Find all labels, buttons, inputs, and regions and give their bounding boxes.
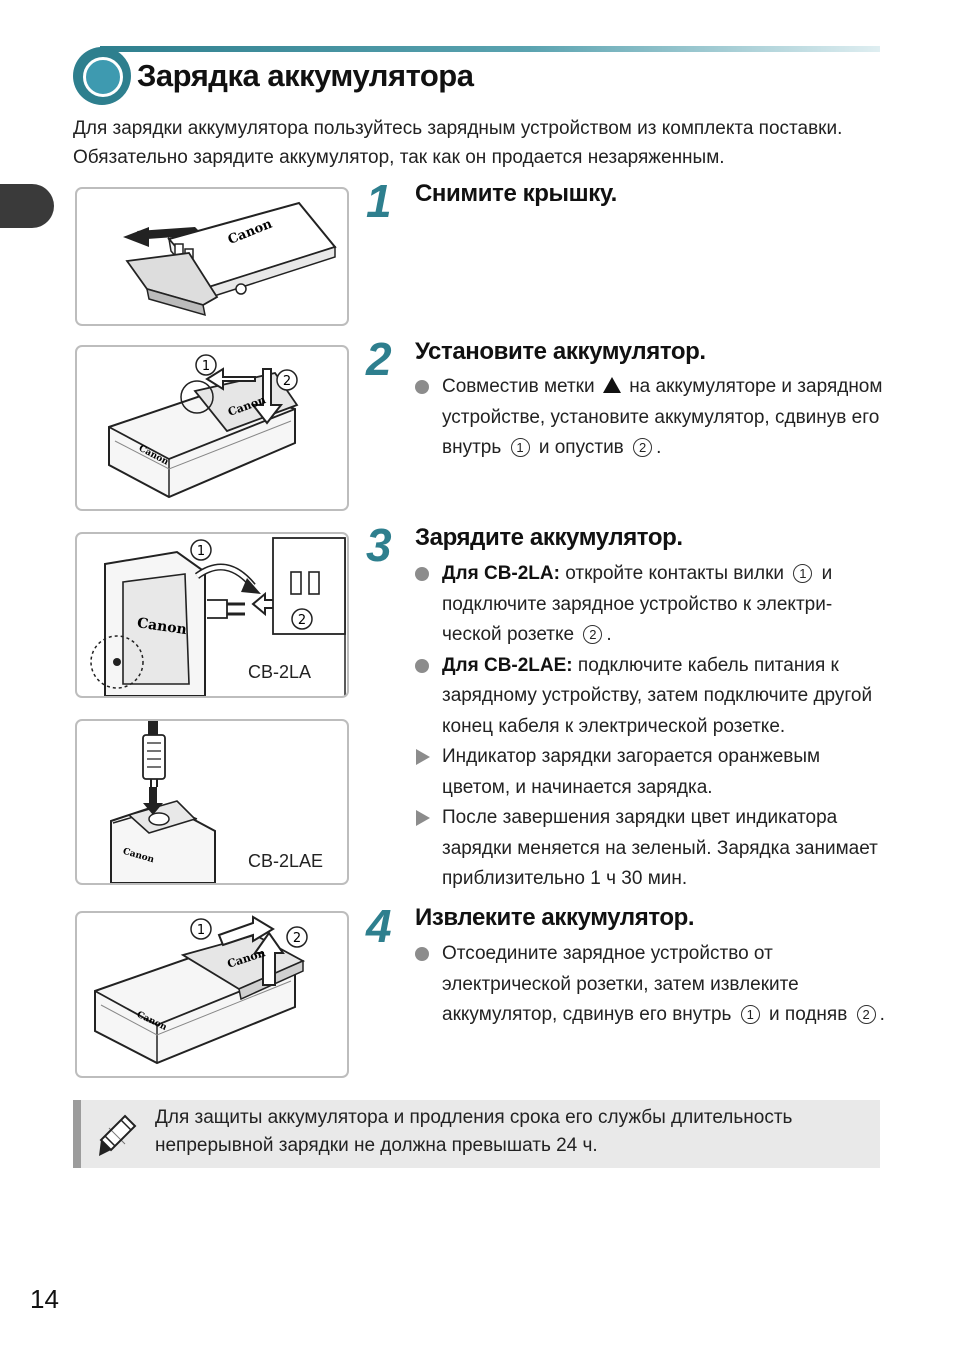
bullet-icon <box>415 658 429 673</box>
circled-number-2: 2 <box>856 1005 876 1024</box>
step-number-2: 2 <box>366 333 392 385</box>
step-body-3: Для CB-2LA: откройте контакты вилки 1 и … <box>415 559 890 895</box>
step-number-4: 4 <box>366 900 392 952</box>
note-text: Для защиты аккумулятора и продления срок… <box>155 1107 793 1156</box>
list-item: После завершения зарядки цвет индикатора… <box>415 803 890 895</box>
result-arrow-icon <box>416 749 430 765</box>
marker-2: 2 <box>283 374 291 389</box>
intro-line-1: Для зарядки аккумулятора пользуйтесь зар… <box>73 118 843 139</box>
step-body-4: Отсоедините зарядное устройство от элект… <box>415 939 890 1031</box>
model-label-cb2la: CB-2LA <box>248 662 312 682</box>
marker-2: 2 <box>293 931 301 946</box>
figure-remove-cover: Canon <box>75 187 349 326</box>
chapter-tab <box>0 184 54 228</box>
list-item: Индикатор зарядки загорается оранжевым ц… <box>415 742 890 803</box>
step-title-4: Извлеките аккумулятор. <box>415 904 695 931</box>
step-title-3: Зарядите аккумулятор. <box>415 524 683 551</box>
charger-remove-illustration: Canon Canon 1 2 <box>94 915 308 1065</box>
list-item: Для CB-2LAE: подключите кабель питания к… <box>415 651 890 743</box>
step-body-2: Совместив метки на аккумуляторе и зарядн… <box>415 372 890 464</box>
step-number-1: 1 <box>366 175 392 227</box>
model-label-cb2lae: CB-2LAE <box>248 851 324 871</box>
step-title-2: Установите аккумулятор. <box>415 338 706 365</box>
page-number: 14 <box>30 1284 59 1314</box>
triangle-mark-icon <box>602 377 621 393</box>
figure-insert-battery: Canon Canon 1 2 <box>75 345 349 511</box>
charger-insert-illustration: Canon Canon 1 2 <box>108 354 299 499</box>
circled-number-2: 2 <box>633 438 653 457</box>
figure-cb2lae: Canon CB-2LAE <box>75 719 349 885</box>
cb2lae-cable-illustration: Canon <box>110 721 216 883</box>
pencil-icon <box>99 1114 137 1156</box>
figure-remove-battery: Canon Canon 1 2 <box>75 911 349 1078</box>
bullet-icon <box>415 567 429 581</box>
circled-number-1: 1 <box>793 564 813 583</box>
circled-number-1: 1 <box>510 438 530 457</box>
intro-line-2: Обязательно зарядите аккумулятор, так ка… <box>73 147 725 168</box>
cb2la-plug-illustration: Canon 1 2 <box>90 537 346 696</box>
page-title: Зарядка аккумулятора <box>137 58 474 93</box>
header-rule <box>100 46 880 52</box>
marker-1: 1 <box>197 544 205 559</box>
marker-1: 1 <box>197 923 205 938</box>
circled-number-1: 1 <box>740 1005 760 1024</box>
bullet-icon <box>415 380 429 394</box>
section-circle-icon <box>73 47 131 105</box>
battery-cover-illustration: Canon <box>123 201 337 317</box>
intro-text: Для зарядки аккумулятора пользуйтесь зар… <box>73 114 893 172</box>
note-bar <box>73 1100 81 1168</box>
list-item: Совместив метки на аккумуляторе и зарядн… <box>415 372 890 464</box>
step-number-3: 3 <box>366 519 392 571</box>
bullet-icon <box>415 947 429 961</box>
step-title-1: Снимите крышку. <box>415 180 617 207</box>
list-item: Для CB-2LA: откройте контакты вилки 1 и … <box>415 559 890 651</box>
note-box: Для защиты аккумулятора и продления срок… <box>73 1100 880 1168</box>
marker-1: 1 <box>202 359 210 374</box>
result-arrow-icon <box>416 810 430 826</box>
circled-number-2: 2 <box>583 625 603 644</box>
list-item: Отсоедините зарядное устройство от элект… <box>415 939 890 1031</box>
figure-cb2la: Canon 1 2 CB-2LA <box>75 532 349 698</box>
marker-2: 2 <box>298 613 306 628</box>
canon-logo: Canon <box>136 615 188 638</box>
